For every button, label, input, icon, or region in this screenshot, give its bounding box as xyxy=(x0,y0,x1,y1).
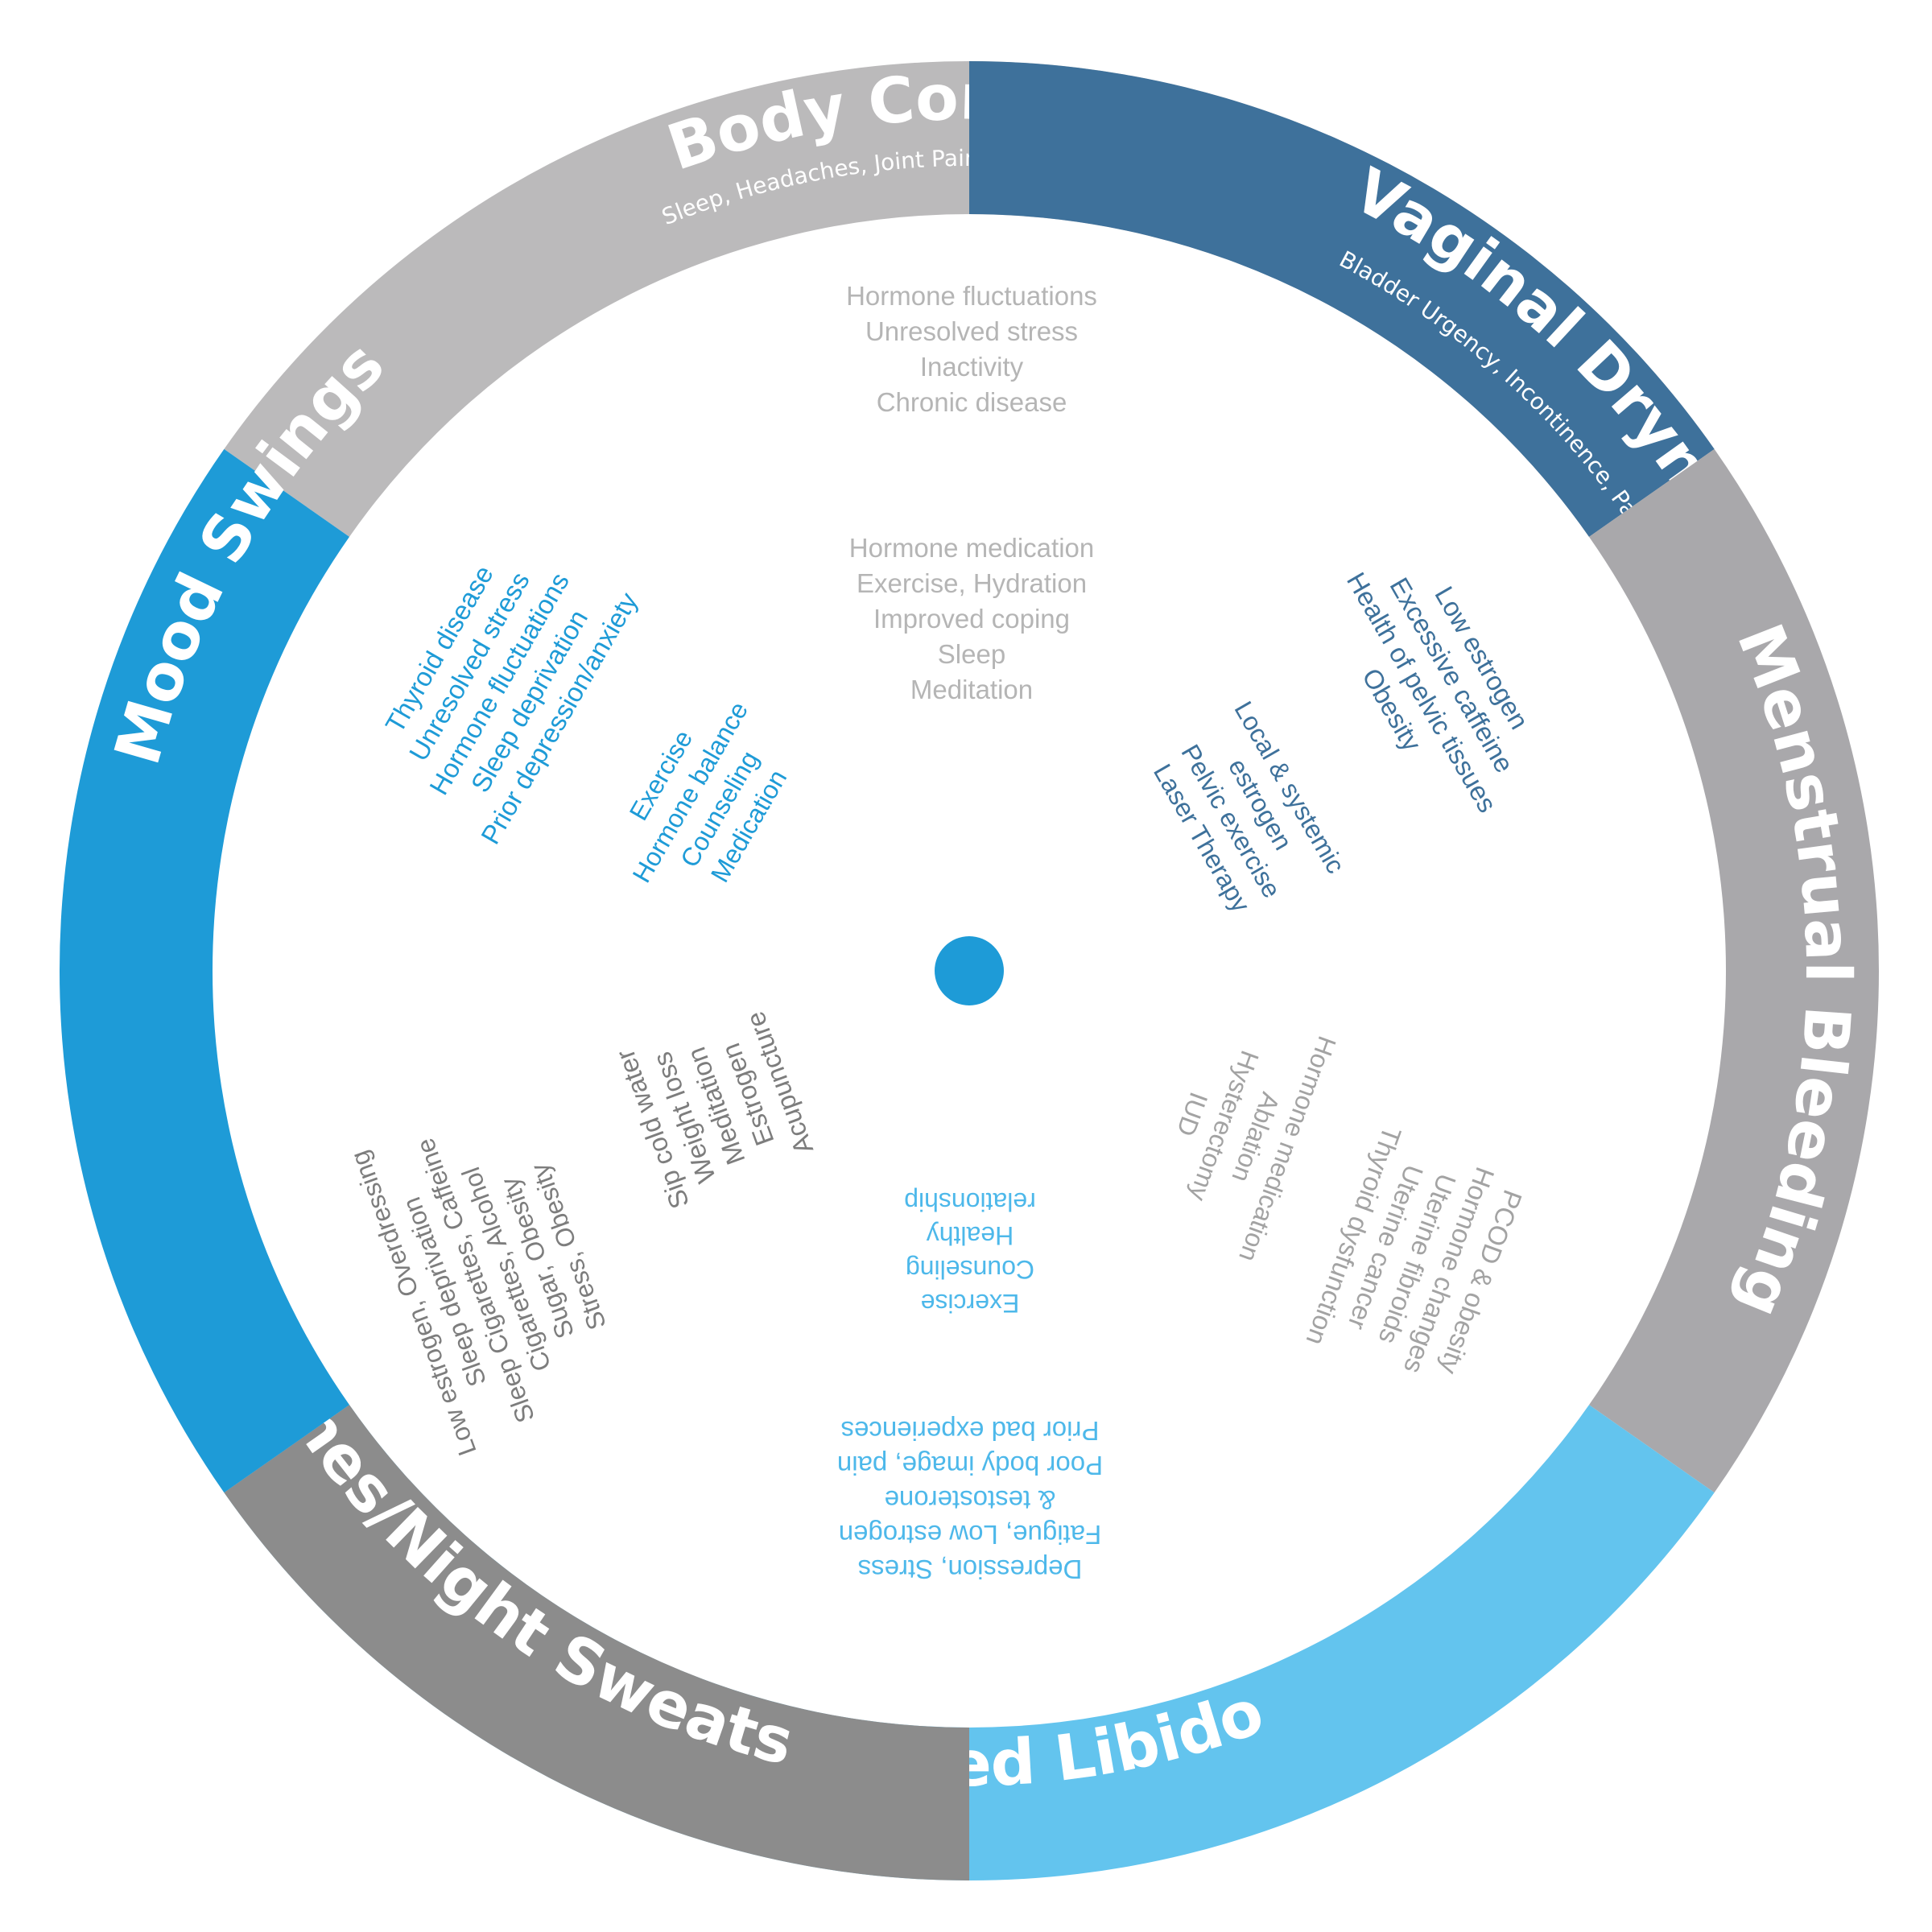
causes-line: Prior bad experiences xyxy=(840,1416,1099,1446)
causes-line: Chronic disease xyxy=(877,387,1067,417)
treatments-block-libido: Exercise Counseling Healthy relationship xyxy=(904,1187,1036,1318)
causes-line: & testosterone xyxy=(885,1485,1056,1515)
causes-line: Depression, Stress xyxy=(858,1554,1083,1584)
treatments-line: Healthy xyxy=(927,1221,1014,1250)
causes-line: Poor body image, pain xyxy=(837,1451,1103,1480)
treatments-line: relationship xyxy=(904,1187,1036,1216)
treatments-line: Hormone medication xyxy=(849,533,1094,563)
causes-line: Hormone fluctuations xyxy=(846,281,1097,311)
treatments-line: Exercise xyxy=(921,1289,1020,1318)
treatments-line: Counseling xyxy=(906,1255,1034,1284)
treatments-line: Sleep xyxy=(938,639,1005,669)
ring-segment-menstrual xyxy=(1589,448,1879,1493)
causes-line: Fatigue, Low estrogen xyxy=(839,1520,1102,1550)
causes-line: Unresolved stress xyxy=(865,316,1078,346)
ring-segment-vaginal xyxy=(969,61,1715,537)
treatments-block-menstrual: Hormone medicationAblationHysterectomyIU… xyxy=(1171,1032,1342,1265)
treatments-line: Improved coping xyxy=(873,604,1070,634)
causes-block-libido: Depression, Stress Fatigue, Low estrogen &… xyxy=(837,1416,1103,1584)
treatments-line: Meditation xyxy=(910,675,1033,704)
treatments-line: Exercise, Hydration xyxy=(857,568,1087,598)
center-dot xyxy=(935,936,1004,1005)
ring-segment-hot xyxy=(224,1405,970,1880)
causes-line: Inactivity xyxy=(920,352,1024,382)
ring-segment-mood xyxy=(59,448,349,1493)
